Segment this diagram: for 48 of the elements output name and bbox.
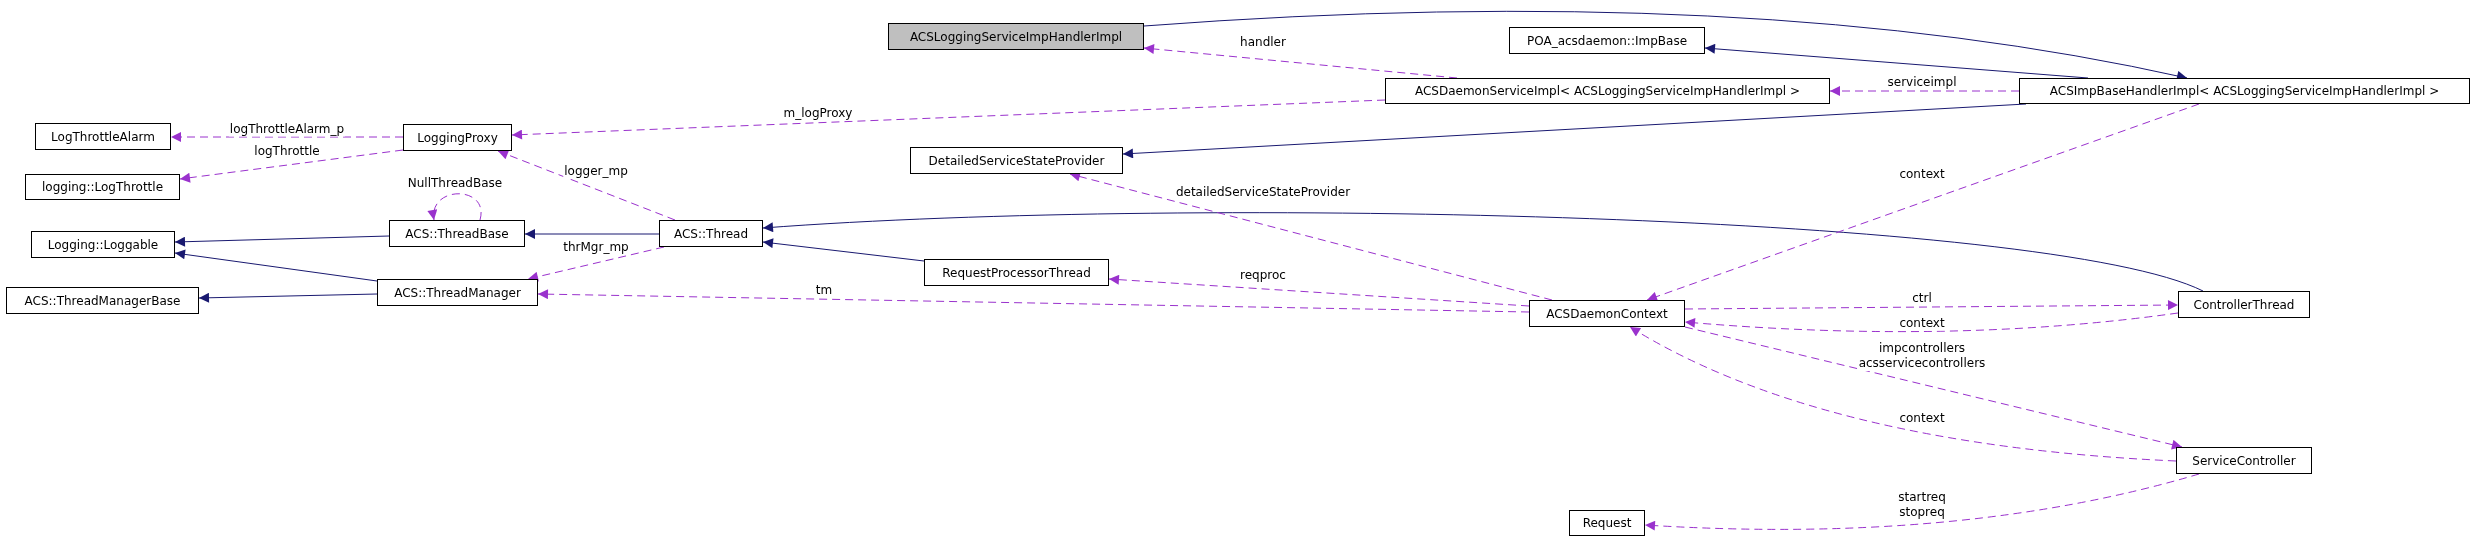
class-box: ControllerThread bbox=[2178, 291, 2310, 318]
inheritance-arrow bbox=[762, 238, 925, 262]
class-box: ACS::ThreadManagerBase bbox=[6, 287, 199, 314]
dashed-arrow bbox=[1829, 86, 2020, 96]
dashed-arrow bbox=[537, 289, 1530, 313]
dashed-arrow bbox=[428, 193, 482, 221]
inheritance-arrow bbox=[174, 249, 378, 282]
class-box: ACS::ThreadManager bbox=[377, 279, 538, 306]
edge-label: serviceimpl bbox=[1886, 74, 1958, 90]
dashed-arrow bbox=[1684, 312, 2179, 333]
class-box: ACSDaemonContext bbox=[1529, 300, 1685, 327]
edge-label: logThrottle bbox=[253, 143, 321, 159]
class-box: LogThrottleAlarm bbox=[35, 123, 171, 150]
inheritance-arrow bbox=[174, 235, 390, 247]
dashed-arrow bbox=[1644, 473, 2200, 531]
class-box: ACSDaemonServiceImpl< ACSLoggingServiceImpHandlerImpl > bbox=[1385, 78, 1830, 104]
dashed-arrow bbox=[1646, 103, 2200, 302]
edge-label: thrMgr_mp bbox=[562, 239, 630, 255]
edge-label: m_logProxy bbox=[782, 105, 854, 121]
class-box: ACS::Thread bbox=[659, 220, 763, 247]
dashed-arrow bbox=[179, 149, 404, 183]
class-box: ServiceController bbox=[2176, 447, 2312, 474]
class-box: ACSImpBaseHandlerImpl< ACSLoggingServiceImpHandlerImpl > bbox=[2019, 78, 2470, 104]
dashed-arrow bbox=[527, 246, 665, 282]
class-box: Logging::Loggable bbox=[31, 231, 175, 258]
dashed-arrow bbox=[1684, 326, 2183, 450]
dashed-arrow bbox=[497, 149, 676, 221]
class-box: DetailedServiceStateProvider bbox=[910, 147, 1123, 174]
class-box: ACSLoggingServiceImpHandlerImpl bbox=[888, 23, 1144, 50]
class-box: RequestProcessorThread bbox=[924, 259, 1109, 286]
dashed-arrow bbox=[511, 99, 1386, 140]
dashed-arrow bbox=[1684, 300, 2179, 311]
inheritance-arrow bbox=[762, 212, 2204, 292]
inheritance-arrow bbox=[524, 229, 660, 239]
edge-label: startreq stopreq bbox=[1897, 490, 1947, 520]
class-box: POA_acsdaemon::ImpBase bbox=[1509, 27, 1705, 54]
edge-label: impcontrollers acsservicecontrollers bbox=[1857, 341, 1987, 371]
class-box: logging::LogThrottle bbox=[25, 174, 180, 200]
class-box: Request bbox=[1569, 510, 1645, 536]
inheritance-arrow bbox=[198, 292, 378, 303]
edge-label: logger_mp bbox=[563, 163, 629, 179]
dashed-arrow bbox=[1629, 326, 2177, 462]
class-box: LoggingProxy bbox=[403, 124, 512, 151]
class-box: ACS::ThreadBase bbox=[389, 220, 525, 247]
edge-label: context bbox=[1898, 315, 1946, 331]
dashed-arrow bbox=[1108, 274, 1530, 307]
edge-label: logThrottleAlarm_p bbox=[228, 121, 346, 137]
dashed-arrow bbox=[170, 132, 404, 142]
